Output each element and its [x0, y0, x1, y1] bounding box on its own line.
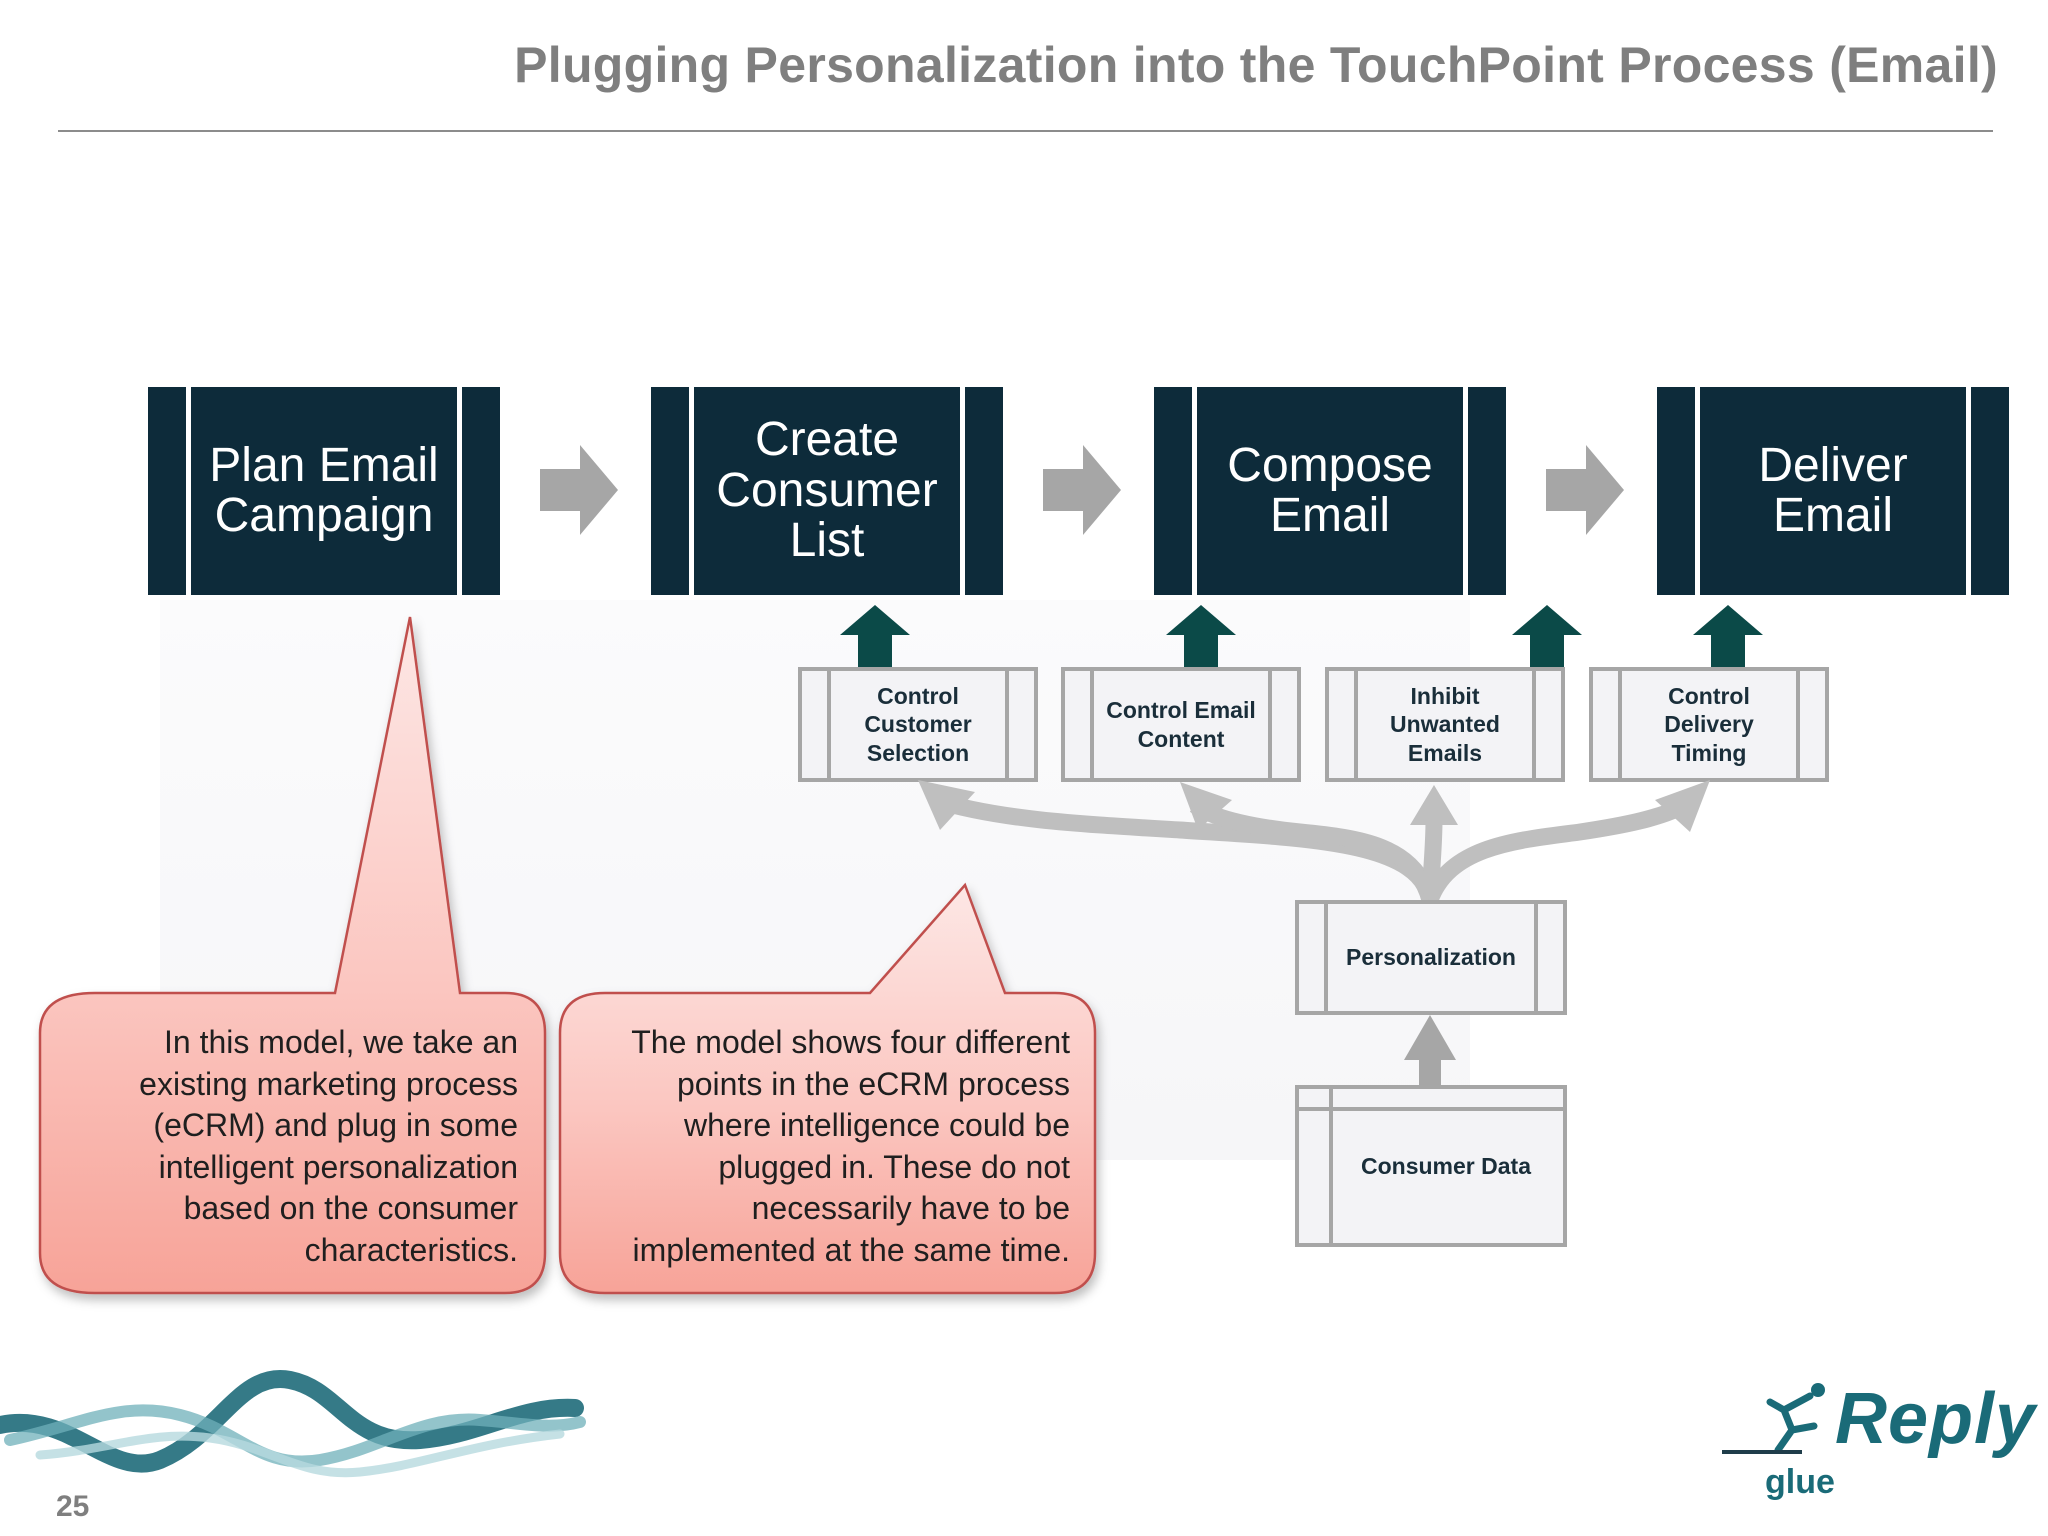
process-step-label: Create Consumer List [716, 413, 938, 568]
callout-right-text: The model shows four different points in… [631, 1024, 1070, 1268]
control-point-label: Inhibit Unwanted Emails [1390, 683, 1500, 766]
process-step-deliver-email: Deliver Email [1657, 387, 2009, 595]
personalization-label: Personalization [1346, 944, 1516, 971]
connector-arrowhead-icon [1655, 780, 1710, 832]
process-step-label: Compose Email [1227, 438, 1433, 542]
flow-arrow-icon [540, 445, 618, 535]
running-figure-icon [1722, 1383, 1825, 1454]
control-point-label: Control Customer Selection [864, 683, 972, 766]
flow-arrow-icon [1546, 445, 1624, 535]
control-point-inhibit-unwanted-emails: Inhibit Unwanted Emails [1325, 667, 1565, 782]
logo-brand-text: Reply [1835, 1379, 2037, 1459]
process-step-label: Plan Email Campaign [209, 438, 439, 542]
page-number: 25 [56, 1490, 90, 1523]
process-step-compose-email: Compose Email [1154, 387, 1506, 595]
logo-sub-text: glue [1765, 1463, 1835, 1501]
process-step-plan-email-campaign: Plan Email Campaign [148, 387, 500, 595]
control-point-email-content: Control Email Content [1061, 667, 1301, 782]
control-point-label: Control Delivery Timing [1664, 683, 1754, 766]
consumer-data-label: Consumer Data [1361, 1152, 1531, 1179]
process-step-label: Deliver Email [1758, 438, 1908, 542]
control-point-label: Control Email Content [1106, 697, 1256, 752]
callout-left-text: In this model, we take an existing marke… [139, 1024, 518, 1268]
plug-in-arrow-icon [840, 605, 910, 667]
title-divider [58, 130, 1993, 132]
control-point-customer-selection: Control Customer Selection [798, 667, 1038, 782]
decorative-wave-icon [0, 1370, 586, 1478]
process-step-create-consumer-list: Create Consumer List [651, 387, 1003, 595]
consumer-data-box: Consumer Data [1295, 1085, 1567, 1247]
plug-in-arrow-icon [1512, 605, 1582, 667]
page-title: Plugging Personalization into the TouchP… [514, 37, 1998, 93]
control-point-delivery-timing: Control Delivery Timing [1589, 667, 1829, 782]
plug-in-arrow-icon [1693, 605, 1763, 667]
flow-arrow-icon [1043, 445, 1121, 535]
personalization-box: Personalization [1295, 900, 1567, 1015]
consumer-data-header-rule [1299, 1107, 1563, 1111]
plug-in-arrow-icon [1166, 605, 1236, 667]
